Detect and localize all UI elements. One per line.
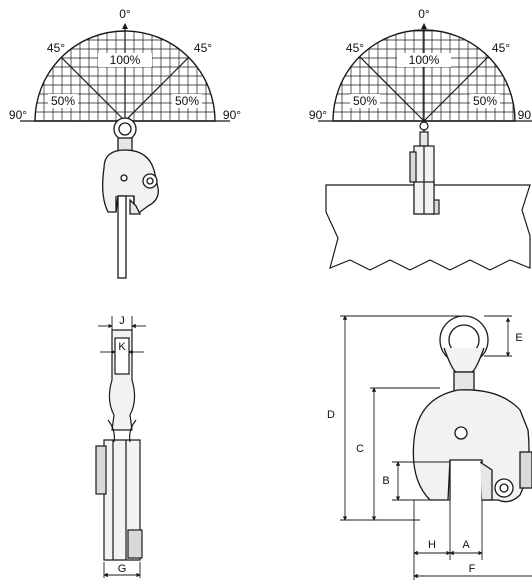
label-bg-50-left xyxy=(48,94,78,108)
angle-label-90-left-2: 90° xyxy=(309,108,327,122)
dim-label-g: G xyxy=(118,563,127,575)
dim-label-k: K xyxy=(118,341,126,353)
load-label-100-2: 100% xyxy=(409,53,440,67)
clamp-side-view xyxy=(95,329,143,561)
load-label-50-left: 50% xyxy=(51,94,75,108)
angle-label-45-left-2: 45° xyxy=(346,41,364,55)
angle-label-0: 0° xyxy=(119,7,131,21)
label-bg-50-right xyxy=(172,94,202,108)
semicircle-outline-left xyxy=(34,30,216,122)
clamp-front-view xyxy=(412,315,532,503)
label-bg-50-left-2 xyxy=(350,94,380,108)
load-label-50-right: 50% xyxy=(175,94,199,108)
dim-label-b: B xyxy=(382,475,389,487)
angle-label-45-left: 45° xyxy=(47,41,65,55)
semicircle-outline-right xyxy=(332,29,516,122)
load-label-100: 100% xyxy=(110,53,141,67)
rod xyxy=(117,195,127,279)
diagonal-45-left xyxy=(60,56,126,122)
side-view-dimensions xyxy=(98,316,146,578)
diagonal-45-right-2 xyxy=(423,56,489,122)
load-label-50-right-2: 50% xyxy=(473,94,497,108)
label-bg-100 xyxy=(98,53,152,67)
dim-label-j: J xyxy=(119,315,125,327)
angle-label-90-right-2: 90 xyxy=(518,108,532,122)
angle-label-45-right: 45° xyxy=(194,41,212,55)
diagonal-45-left-2 xyxy=(359,56,425,122)
label-bg-50-right-2 xyxy=(470,94,500,108)
dim-label-e: E xyxy=(515,332,522,344)
load-angle-diagram-left: 0° 45° 45° 90° 90° 100% 50% 50% xyxy=(9,7,241,122)
dim-label-a: A xyxy=(462,539,470,551)
load-angle-diagram-right: 0° 45° 45° 90° 90 100% 50% 50% xyxy=(309,7,532,122)
angle-label-45-right-2: 45° xyxy=(492,41,510,55)
dim-label-h: H xyxy=(428,539,436,551)
angle-label-0-2: 0° xyxy=(418,7,430,21)
dim-label-f: F xyxy=(469,563,476,575)
load-label-50-left-2: 50% xyxy=(353,94,377,108)
clamp-on-plate-drawing xyxy=(325,121,531,271)
angle-label-90-left: 90° xyxy=(9,108,27,122)
steel-plate xyxy=(325,184,531,271)
dim-label-d: D xyxy=(327,409,335,421)
clamp-on-rod-drawing xyxy=(102,117,159,279)
dim-label-c: C xyxy=(356,443,364,455)
diagonal-45-right xyxy=(124,56,190,122)
front-view-dimensions xyxy=(340,315,532,580)
angle-label-90-right: 90° xyxy=(223,108,241,122)
label-bg-100-2 xyxy=(397,53,451,67)
